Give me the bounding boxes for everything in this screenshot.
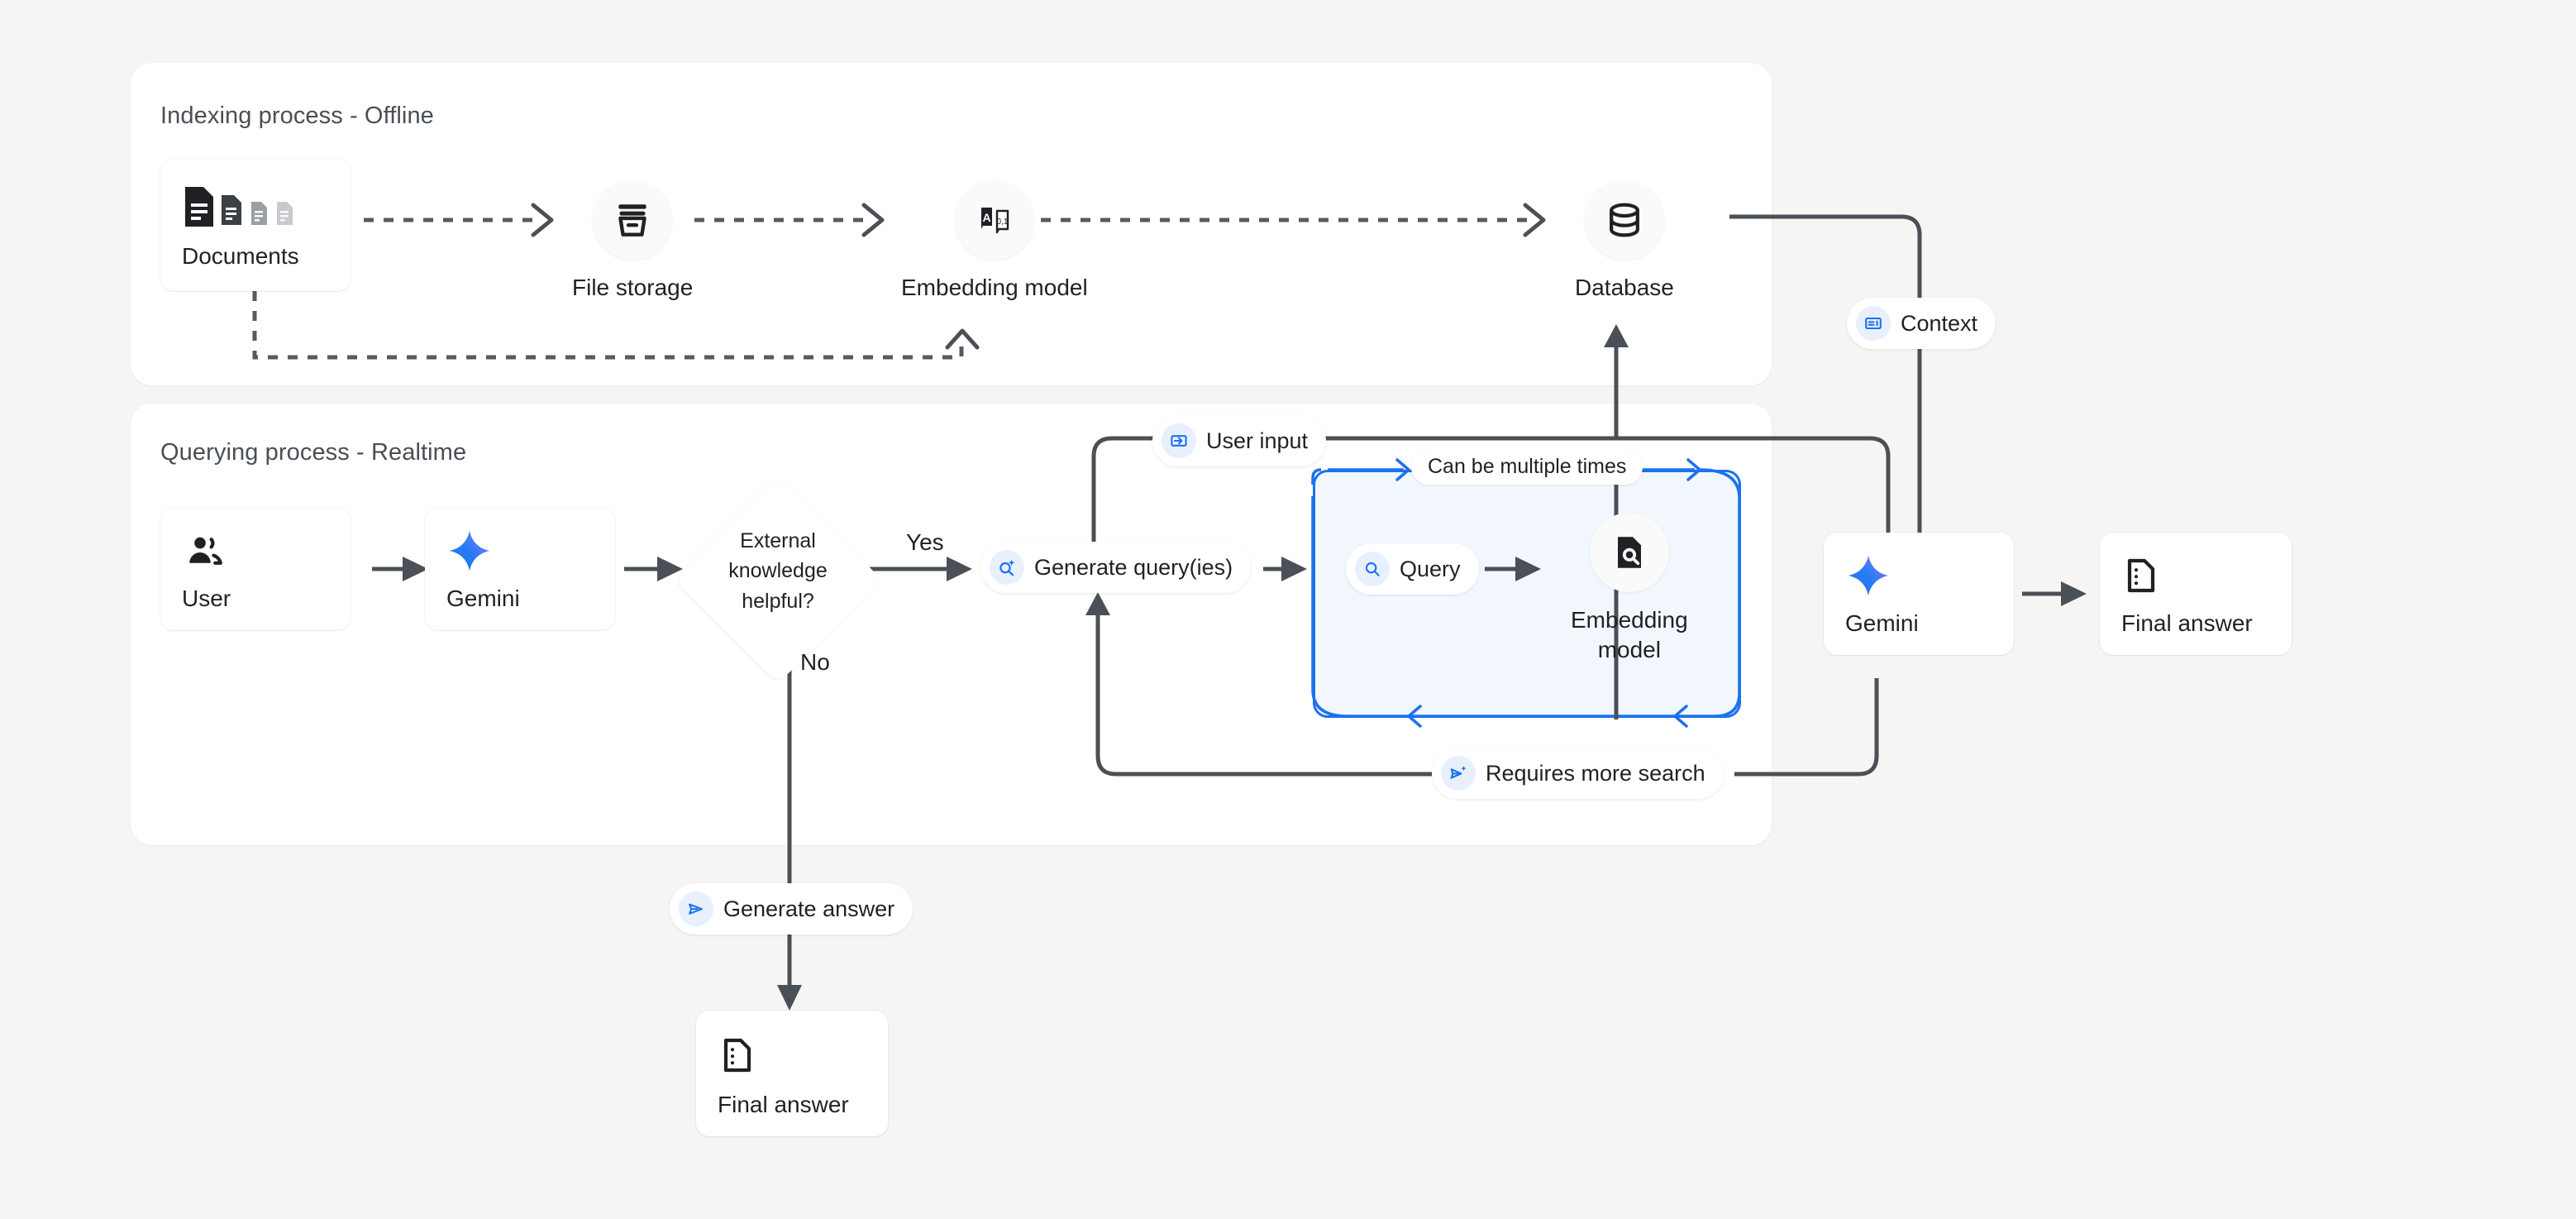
node-decision-label: External knowledge helpful? — [693, 526, 863, 616]
pill-can-be-multiple-times-label: Can be multiple times — [1428, 455, 1627, 478]
pill-query-label: Query — [1400, 556, 1461, 581]
node-final-answer-right[interactable]: Final answer — [2100, 533, 2292, 655]
decision-line-2: knowledge — [728, 559, 828, 583]
panel-querying-title: Querying process - Realtime — [160, 439, 467, 466]
pill-generate-queries[interactable]: Generate query(ies) — [980, 542, 1252, 593]
documents-stack-icon — [182, 180, 329, 233]
archive-box-icon — [593, 180, 673, 260]
send-sparkle-icon — [1441, 756, 1476, 791]
node-gemini-first-label: Gemini — [446, 585, 520, 611]
search-icon — [1355, 552, 1390, 586]
decision-line-3: helpful? — [742, 589, 814, 613]
node-gemini-final[interactable]: Gemini — [1824, 533, 2014, 655]
edge-label-yes: Yes — [906, 529, 944, 555]
answer-document-icon — [2121, 551, 2270, 600]
node-embedding-model-offline-label: Embedding model — [901, 275, 1088, 300]
search-sparkle-icon — [990, 550, 1024, 585]
svg-text:A: A — [982, 211, 990, 224]
node-final-answer-bottom[interactable]: Final answer — [696, 1011, 888, 1136]
node-user-label: User — [182, 585, 231, 611]
pill-generate-answer-label: Generate answer — [723, 896, 895, 921]
text-to-vector-icon: 0,1 A — [954, 180, 1034, 260]
edge-label-no: No — [800, 649, 830, 675]
pill-requires-more-search[interactable]: Requires more search — [1432, 748, 1724, 799]
node-embedding-model-offline[interactable]: 0,1 A Embedding model — [901, 180, 1088, 303]
node-database[interactable]: Database — [1575, 180, 1674, 303]
pill-query[interactable]: Query — [1346, 543, 1479, 595]
embedding-inner-line-1: Embedding — [1571, 607, 1688, 633]
pill-can-be-multiple-times: Can be multiple times — [1411, 449, 1643, 485]
node-final-answer-bottom-label: Final answer — [718, 1091, 849, 1117]
panel-indexing-title: Indexing process - Offline — [160, 103, 434, 129]
node-user[interactable]: User — [160, 508, 351, 630]
node-gemini-first[interactable]: Gemini — [425, 508, 615, 630]
node-database-label: Database — [1575, 275, 1674, 300]
context-panel-icon — [1856, 306, 1891, 341]
answer-document-icon — [718, 1029, 866, 1082]
pill-requires-more-search-label: Requires more search — [1486, 760, 1705, 786]
decision-line-1: External — [740, 529, 816, 552]
send-icon — [679, 892, 713, 926]
gemini-sparkle-icon — [1845, 551, 1992, 600]
pill-generate-queries-label: Generate query(ies) — [1034, 554, 1233, 580]
node-final-answer-right-label: Final answer — [2121, 610, 2253, 636]
svg-text:0,1: 0,1 — [996, 218, 1008, 227]
input-arrow-icon — [1162, 423, 1196, 458]
pill-user-input[interactable]: User input — [1152, 415, 1327, 466]
gemini-sparkle-icon — [446, 526, 594, 576]
node-embedding-model-retrieval-label: Embedding model — [1571, 605, 1688, 666]
users-icon — [182, 526, 329, 576]
node-gemini-final-label: Gemini — [1845, 610, 1919, 636]
node-file-storage-label: File storage — [572, 275, 694, 300]
node-documents-label: Documents — [182, 242, 299, 269]
pill-generate-answer[interactable]: Generate answer — [670, 883, 914, 935]
node-embedding-model-retrieval[interactable]: Embedding model — [1571, 513, 1688, 666]
database-cylinder-icon — [1584, 180, 1664, 260]
pill-context[interactable]: Context — [1847, 298, 1996, 349]
pill-context-label: Context — [1901, 310, 1978, 336]
pill-user-input-label: User input — [1206, 428, 1309, 453]
document-search-icon — [1589, 513, 1669, 592]
node-file-storage[interactable]: File storage — [572, 180, 693, 303]
node-documents[interactable]: Documents — [160, 159, 351, 291]
embedding-inner-line-2: model — [1597, 637, 1661, 663]
connector-gemini-to-final-answer — [2022, 581, 2087, 606]
